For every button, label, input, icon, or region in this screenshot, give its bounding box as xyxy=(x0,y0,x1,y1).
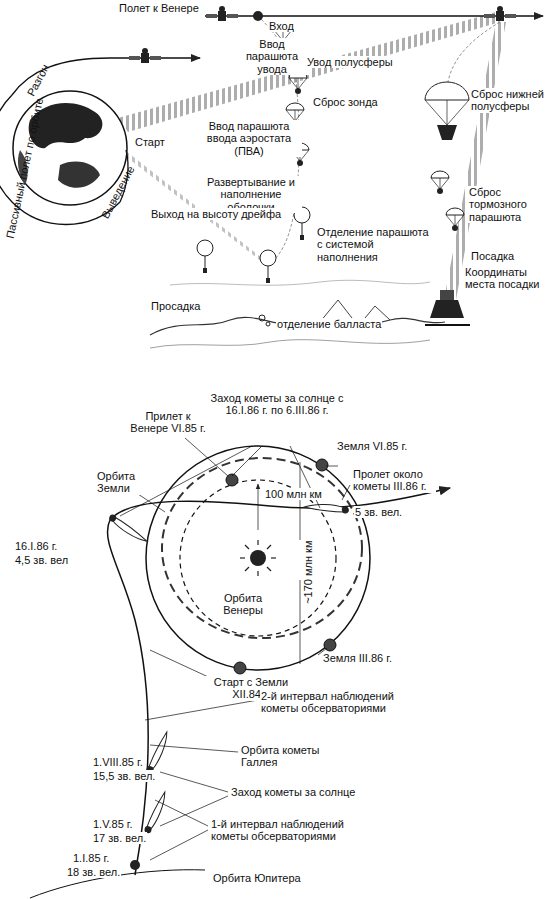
annotation-label: Заход кометы за солнце с 16.I.86 г. по 6… xyxy=(196,392,358,417)
annotation-label: 5 зв. вел. xyxy=(354,506,403,518)
annotation-label: Сброс нижней полусферы xyxy=(470,88,546,113)
annotation-label: Сброс зонда xyxy=(312,96,379,108)
annotation-label: Ввод парашюта ввода аэростата (ПВА) xyxy=(196,120,302,157)
annotation-label: Просадка xyxy=(150,300,201,312)
annotation-label: 1.V.85 г. xyxy=(92,818,134,830)
annotation-label: отделение балласта xyxy=(276,318,382,330)
annotation-label: Ввод парашюта увода xyxy=(232,38,312,75)
annotation-label: Орбита Юпитера xyxy=(212,872,302,884)
annotation-label: ~170 млн км xyxy=(302,539,314,604)
annotation-label: Прилет к Венере VI.85 г. xyxy=(128,410,208,435)
annotation-label: Земля VI.85 г. xyxy=(336,440,408,452)
annotation-label: 100 млн км xyxy=(264,488,323,500)
annotation-label: 1.I.85 г. xyxy=(72,852,110,864)
annotation-label: Сброс тормозного парашюта xyxy=(468,186,546,223)
annotation-label: 16.I.86 г. xyxy=(14,540,58,552)
annotation-label: Заход кометы за солнце xyxy=(230,786,372,798)
annotation-label: Старт xyxy=(134,136,166,148)
annotation-label: Орбита Венеры xyxy=(214,592,272,617)
annotation-label: Посадка xyxy=(470,250,515,262)
annotation-label: 15,5 зв. вел. xyxy=(92,770,156,782)
annotation-label: Пролет около кометы III.86 г. xyxy=(352,468,436,493)
annotation-label: Полет к Венере xyxy=(118,2,200,14)
annotation-label: 1-й интервал наблюдений кометы обсервато… xyxy=(210,818,362,843)
annotation-label: Орбита Земли xyxy=(96,470,154,495)
annotation-label: 1.VIII.85 г. xyxy=(92,756,144,768)
annotation-label: Увод полусферы xyxy=(306,56,394,68)
annotation-label: 4,5 зв. вел xyxy=(14,554,69,566)
annotation-label: Отделение парашюта с системой наполнения xyxy=(316,226,430,263)
annotation-label: Вход xyxy=(268,20,295,32)
annotation-label: Выход на высоту дрейфа xyxy=(150,208,282,220)
annotation-label: 18 зв. вел. xyxy=(66,866,121,878)
annotation-label: Орбита кометы Галлея xyxy=(240,744,342,769)
annotation-label: Земля III.86 г. xyxy=(322,652,393,664)
annotation-label: Координаты места посадки xyxy=(464,266,546,291)
annotation-label: Разгон xyxy=(24,61,52,99)
annotation-label: 17 зв. вел. xyxy=(92,832,147,844)
annotation-label: 2-й интервал наблюдений кометы обсервато… xyxy=(260,690,412,715)
